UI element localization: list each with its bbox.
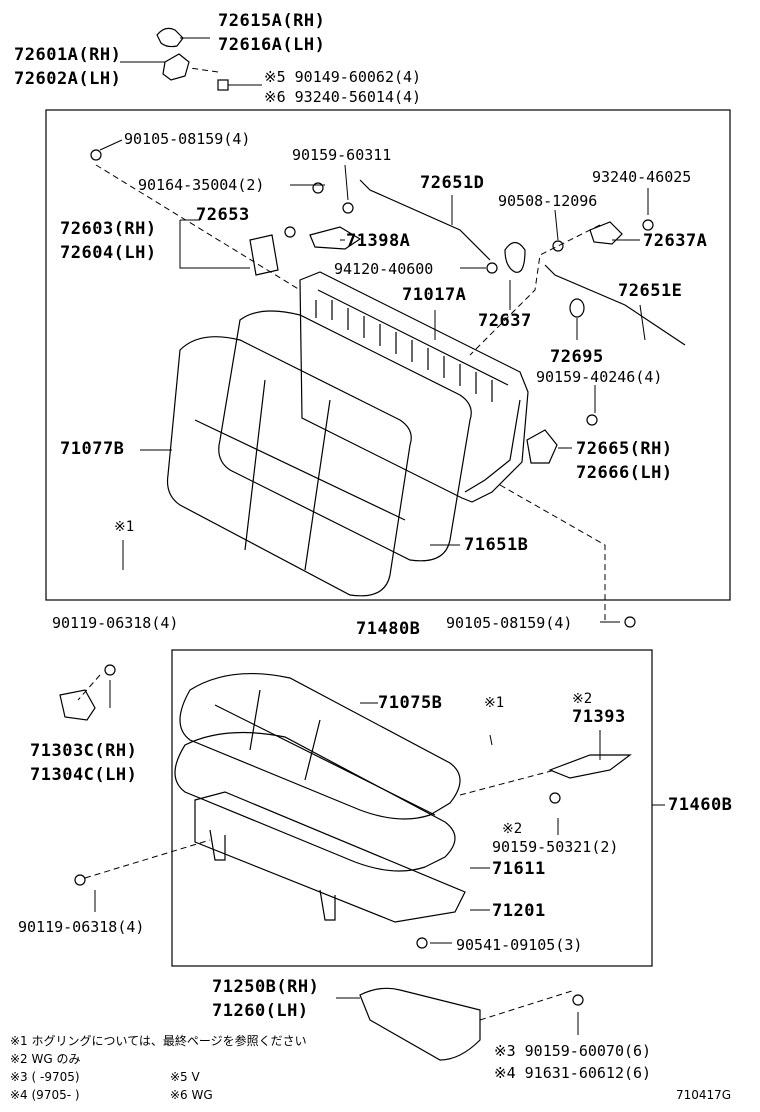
label-90508: 90508-12096 xyxy=(498,192,598,210)
hinge-part xyxy=(249,234,279,276)
label-71201: 71201 xyxy=(492,901,546,921)
label-72603: 72603(RH) xyxy=(60,219,157,239)
label-71017: 71017A xyxy=(402,285,467,305)
label-72637a: 72637A xyxy=(643,231,708,251)
footnote-1: ※1 ホグリングについては、最終ページを参照ください xyxy=(10,1034,307,1048)
label-72665: 72665(RH) xyxy=(576,439,673,459)
cushion-cover-part xyxy=(179,672,461,820)
latch-bracket-part xyxy=(526,429,558,464)
label-71611: 71611 xyxy=(492,859,546,879)
label-72602: 72602A(LH) xyxy=(14,69,122,89)
label-90541: 90541-09105(3) xyxy=(456,936,583,954)
label-72653: 72653 xyxy=(196,205,250,225)
label-71304: 71304C(LH) xyxy=(30,765,138,785)
side-trim-part xyxy=(359,987,481,1061)
lock-striker-part xyxy=(162,53,190,81)
seatback-cover-part xyxy=(166,336,412,597)
footnote-3: ※3 ( -9705) xyxy=(10,1070,80,1084)
seatback-pad-part xyxy=(218,310,472,562)
cap-part xyxy=(569,298,585,318)
label-90105-a: 90105-08159(4) xyxy=(124,130,251,148)
label-72616: 72616A(LH) xyxy=(218,35,326,55)
label-71398: 71398A xyxy=(346,231,411,251)
label-71303: 71303C(RH) xyxy=(30,741,138,761)
label-71260: 71260(LH) xyxy=(212,1001,309,1021)
label-93240-b: 93240-46025 xyxy=(592,168,692,186)
label-94120: 94120-40600 xyxy=(334,260,434,278)
label-91631: ※4 91631-60612(6) xyxy=(494,1064,652,1082)
label-90159-d: ※3 90159-60070(6) xyxy=(494,1042,652,1060)
bolt-part xyxy=(217,79,229,91)
label-90159-b: 90159-40246(4) xyxy=(536,368,663,386)
seatback-frame-part xyxy=(299,271,529,503)
footnote-4: ※4 (9705- ) xyxy=(10,1088,80,1102)
label-90119-a: 90119-06318(4) xyxy=(52,614,179,632)
label-mark1-b: ※1 xyxy=(484,695,505,711)
label-90159-a: 90159-60311 xyxy=(292,146,392,164)
label-71393: 71393 xyxy=(572,707,626,727)
rod-part xyxy=(359,179,491,261)
label-93240-a: ※6 93240-56014(4) xyxy=(264,88,422,106)
label-71077: 71077B xyxy=(60,439,125,459)
label-90105-b: 90105-08159(4) xyxy=(446,614,573,632)
label-72601: 72601A(RH) xyxy=(14,45,122,65)
label-mark1-a: ※1 xyxy=(114,519,135,535)
label-90149: ※5 90149-60062(4) xyxy=(264,68,422,86)
label-72637: 72637 xyxy=(478,311,532,331)
footnote-2: ※2 WG のみ xyxy=(10,1052,81,1066)
hinge-cover-part xyxy=(156,27,184,48)
label-72666: 72666(LH) xyxy=(576,463,673,483)
cushion-group-frame xyxy=(171,649,653,967)
seatback-group-frame xyxy=(45,109,731,601)
bezel-part xyxy=(309,226,362,250)
lever-part xyxy=(589,221,623,245)
knob-part xyxy=(504,241,526,273)
label-71460: 71460B xyxy=(668,795,733,815)
label-71651: 71651B xyxy=(464,535,529,555)
label-90159-c: 90159-50321(2) xyxy=(492,838,619,856)
label-72651d: 72651D xyxy=(420,173,485,193)
label-mark2-a: ※2 xyxy=(572,691,593,707)
label-71250: 71250B(RH) xyxy=(212,977,320,997)
label-90119-b: 90119-06318(4) xyxy=(18,918,145,936)
label-72604: 72604(LH) xyxy=(60,243,157,263)
label-71075: 71075B xyxy=(378,693,443,713)
diagram-code: 710417G xyxy=(676,1088,732,1102)
footnote-5: ※5 V xyxy=(170,1070,200,1084)
label-71480: 71480B xyxy=(356,619,421,639)
rod-part-2 xyxy=(544,264,686,346)
label-72695: 72695 xyxy=(550,347,604,367)
label-72615: 72615A(RH) xyxy=(218,11,326,31)
strap-part xyxy=(548,754,632,779)
label-72651e: 72651E xyxy=(618,281,683,301)
cushion-frame-part xyxy=(194,791,466,923)
hinge-bracket-part xyxy=(59,689,96,721)
label-mark2-b: ※2 xyxy=(502,821,523,837)
label-90164: 90164-35004(2) xyxy=(138,176,265,194)
cushion-pad-part xyxy=(174,731,456,872)
footnote-6: ※6 WG xyxy=(170,1088,213,1102)
